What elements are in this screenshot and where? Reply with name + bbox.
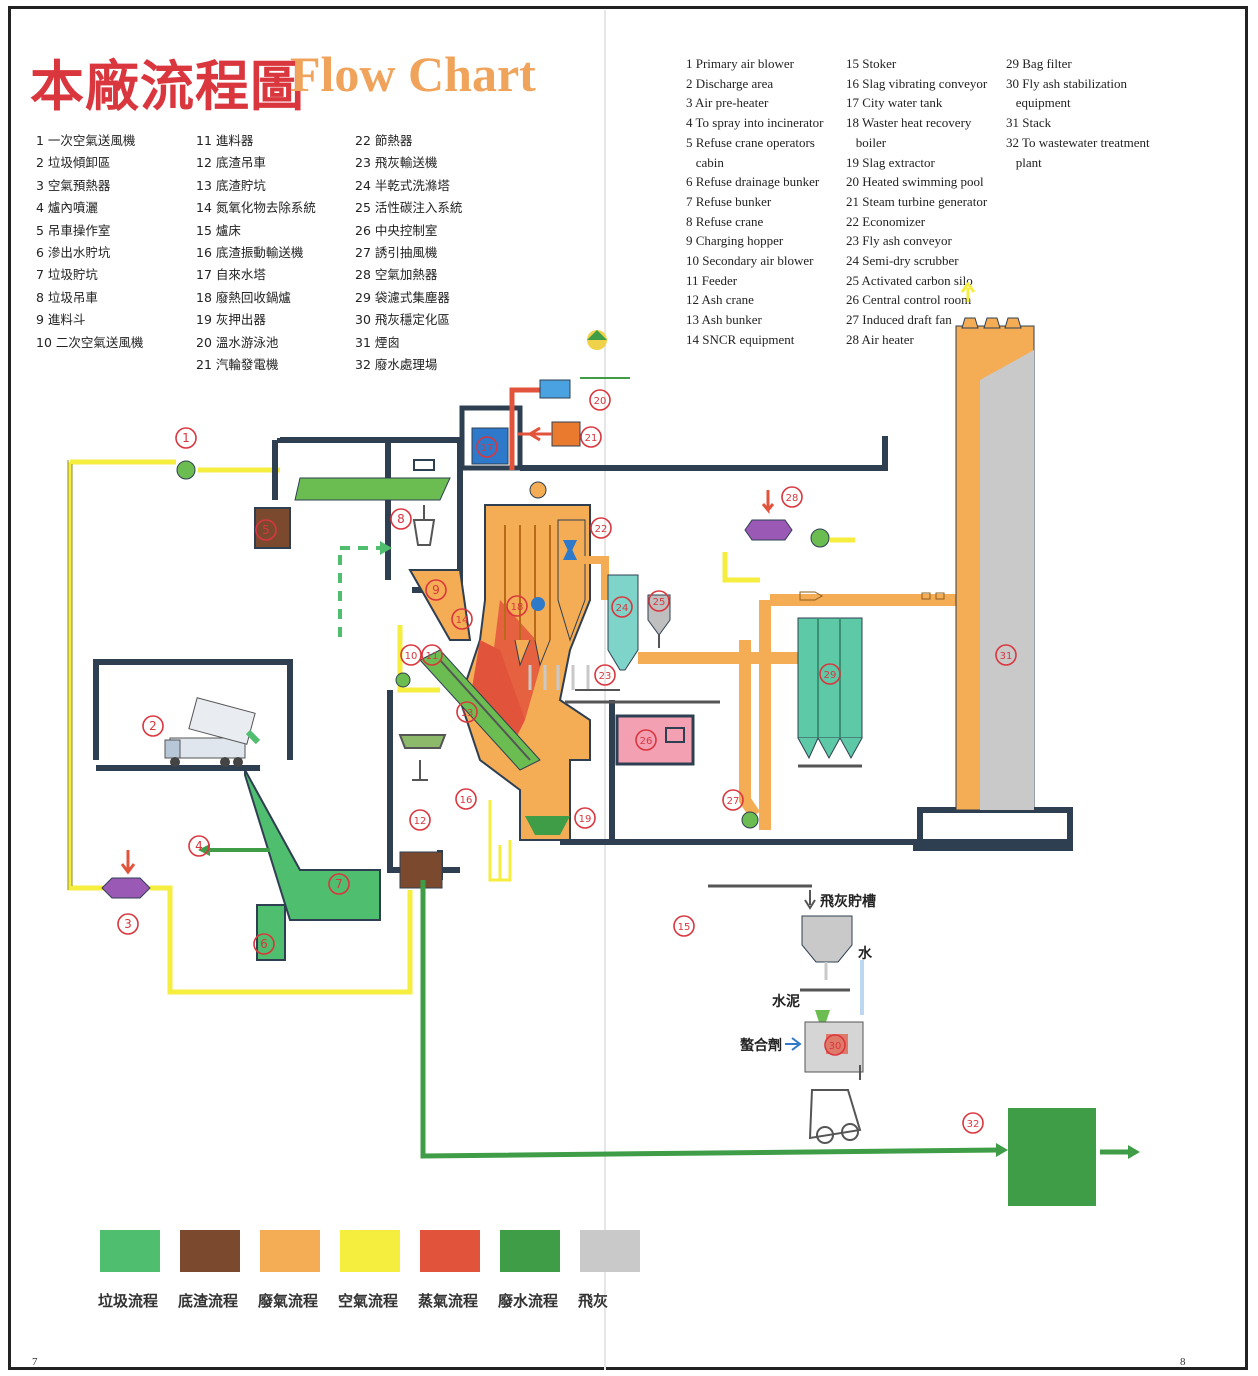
marker-20: 20	[590, 390, 610, 410]
truck-icon	[165, 698, 258, 767]
marker-label: 1	[182, 431, 190, 445]
legend-label: 底渣流程	[178, 1290, 258, 1311]
marker-label: 5	[262, 523, 270, 537]
marker-label: 6	[260, 937, 268, 951]
cranes	[400, 505, 445, 780]
legend-label: 飛灰	[578, 1290, 658, 1311]
water-label: 水	[858, 945, 873, 962]
marker-label: 9	[432, 583, 440, 597]
marker-28: 28	[782, 487, 802, 507]
marker-label: 11	[426, 651, 439, 662]
marker-label: 14	[456, 615, 469, 626]
legend-swatch	[180, 1230, 240, 1272]
marker-label: 29	[824, 670, 837, 681]
marker-label: 22	[595, 524, 608, 535]
marker-10: 10	[401, 645, 421, 665]
marker-label: 25	[653, 597, 666, 608]
stack	[956, 284, 1034, 810]
marker-label: 2	[149, 719, 157, 733]
building-outline	[96, 408, 1070, 880]
marker-12: 12	[410, 810, 430, 830]
marker-16: 16	[456, 789, 476, 809]
marker-label: 8	[397, 512, 405, 526]
marker-label: 21	[585, 433, 598, 444]
page-number-left: 7	[32, 1356, 38, 1368]
marker-32: 32	[963, 1113, 983, 1133]
marker-label: 15	[678, 922, 691, 933]
marker-label: 30	[829, 1041, 842, 1052]
legend-swatch	[580, 1230, 640, 1272]
legend-label: 廢氣流程	[258, 1290, 338, 1311]
marker-19: 19	[575, 808, 595, 828]
marker-label: 13	[461, 708, 474, 719]
marker-2: 2	[143, 716, 163, 736]
page-number-right: 8	[1180, 1356, 1186, 1368]
marker-label: 7	[335, 877, 343, 891]
marker-label: 32	[967, 1119, 980, 1130]
central-control-room	[617, 716, 693, 764]
bag-filter	[798, 618, 862, 766]
marker-label: 12	[414, 816, 427, 827]
legend-label: 蒸氣流程	[418, 1290, 498, 1311]
marker-label: 24	[616, 603, 629, 614]
marker-label: 17	[481, 443, 494, 454]
marker-label: 16	[460, 795, 473, 806]
fly-ash-stabilization	[708, 886, 863, 1143]
chelating-agent-label: 螯合劑	[739, 1037, 782, 1054]
marker-label: 18	[511, 602, 524, 613]
marker-21: 21	[581, 427, 601, 447]
legend-label: 空氣流程	[338, 1290, 418, 1311]
marker-label: 27	[727, 796, 740, 807]
marker-22: 22	[591, 518, 611, 538]
air-heater	[725, 490, 829, 580]
legend-swatch	[260, 1230, 320, 1272]
marker-label: 10	[405, 651, 418, 662]
marker-8: 8	[391, 509, 411, 529]
marker-label: 23	[599, 671, 612, 682]
legend-label: 垃圾流程	[98, 1290, 178, 1311]
marker-23: 23	[595, 665, 615, 685]
legend-swatch	[420, 1230, 480, 1272]
marker-3: 3	[118, 914, 138, 934]
marker-label: 26	[640, 736, 653, 747]
cement-label: 水泥	[772, 993, 800, 1010]
marker-label: 28	[786, 493, 799, 504]
legend-swatch	[340, 1230, 400, 1272]
marker-label: 31	[1000, 651, 1013, 662]
marker-15: 15	[674, 916, 694, 936]
legend-label: 廢水流程	[498, 1290, 578, 1311]
legend-swatch	[100, 1230, 160, 1272]
marker-label: 4	[195, 839, 203, 853]
legend-swatch	[500, 1230, 560, 1272]
marker-label: 19	[579, 814, 592, 825]
air-preheater	[102, 461, 758, 898]
marker-1: 1	[176, 428, 196, 448]
marker-label: 20	[594, 396, 607, 407]
marker-label: 3	[124, 917, 132, 931]
fly-ash-tank-label: 飛灰貯槽	[819, 893, 876, 910]
